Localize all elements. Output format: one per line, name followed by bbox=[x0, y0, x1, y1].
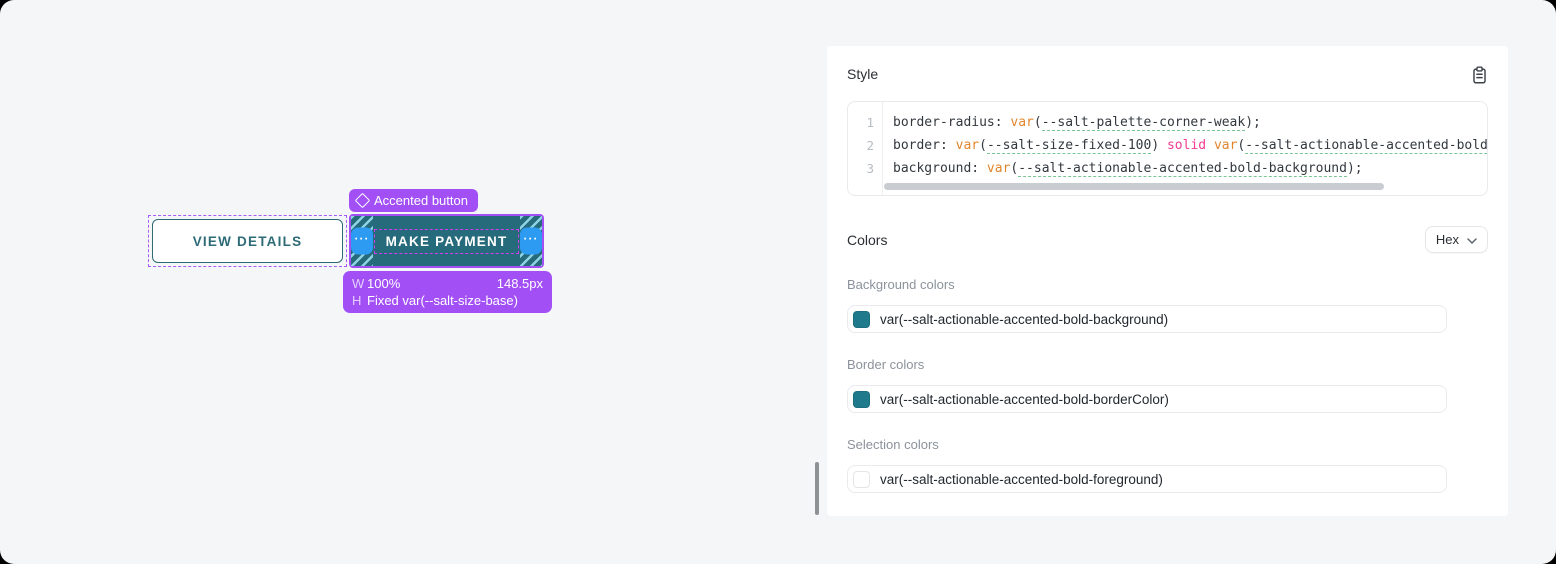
color-token-value: var(--salt-actionable-accented-bold-back… bbox=[880, 311, 1169, 327]
colors-title: Colors bbox=[847, 231, 888, 248]
gutter-divider bbox=[882, 102, 883, 195]
color-format-value: Hex bbox=[1435, 232, 1459, 247]
make-payment-selection-overlay[interactable]: MAKE PAYMENT ··· ··· bbox=[349, 214, 544, 268]
selection-color-row[interactable]: var(--salt-actionable-accented-bold-fore… bbox=[847, 465, 1447, 493]
color-format-dropdown[interactable]: Hex bbox=[1424, 226, 1488, 253]
border-color-row[interactable]: var(--salt-actionable-accented-bold-bord… bbox=[847, 385, 1447, 413]
width-label: W bbox=[352, 276, 365, 291]
color-swatch bbox=[853, 310, 870, 328]
color-token-value: var(--salt-actionable-accented-bold-fore… bbox=[880, 471, 1163, 487]
height-label: H bbox=[352, 293, 362, 308]
selection-colors-label: Selection colors bbox=[847, 437, 939, 452]
make-payment-label: MAKE PAYMENT bbox=[373, 228, 520, 254]
clipboard-icon bbox=[1471, 66, 1488, 88]
background-colors-label: Background colors bbox=[847, 277, 955, 292]
component-label: Accented button bbox=[374, 193, 468, 208]
canvas-vertical-scrollbar[interactable] bbox=[815, 462, 819, 515]
component-diamond-icon bbox=[354, 192, 371, 209]
style-section-header: Style bbox=[847, 66, 1488, 85]
width-row: W 100% 148.5px bbox=[352, 275, 543, 292]
border-colors-label: Border colors bbox=[847, 357, 925, 372]
component-label-badge[interactable]: Accented button bbox=[349, 189, 478, 212]
height-value: Fixed var(--salt-size-base) bbox=[367, 293, 518, 308]
view-details-button[interactable]: VIEW DETAILS bbox=[152, 219, 343, 263]
chevron-down-icon bbox=[1467, 232, 1477, 247]
color-swatch bbox=[853, 390, 870, 408]
width-pixels: 148.5px bbox=[496, 276, 543, 291]
code-horizontal-scrollbar[interactable] bbox=[884, 183, 1384, 190]
resize-handle-left[interactable]: ··· bbox=[351, 227, 373, 255]
dimensions-badge: W 100% 148.5px H Fixed var(--salt-size-b… bbox=[343, 271, 552, 313]
color-swatch bbox=[853, 470, 870, 488]
colors-section-header: Colors Hex bbox=[847, 226, 1488, 253]
height-row: H Fixed var(--salt-size-base) bbox=[352, 292, 543, 309]
resize-handle-right[interactable]: ··· bbox=[520, 227, 542, 255]
color-token-value: var(--salt-actionable-accented-bold-bord… bbox=[880, 391, 1169, 407]
make-payment-button[interactable]: MAKE PAYMENT bbox=[351, 216, 542, 266]
width-value: 100% bbox=[367, 276, 401, 291]
style-title: Style bbox=[847, 66, 879, 82]
view-details-selection-outline: VIEW DETAILS bbox=[148, 215, 347, 267]
copy-code-button[interactable] bbox=[1471, 66, 1488, 85]
background-color-row[interactable]: var(--salt-actionable-accented-bold-back… bbox=[847, 305, 1447, 333]
